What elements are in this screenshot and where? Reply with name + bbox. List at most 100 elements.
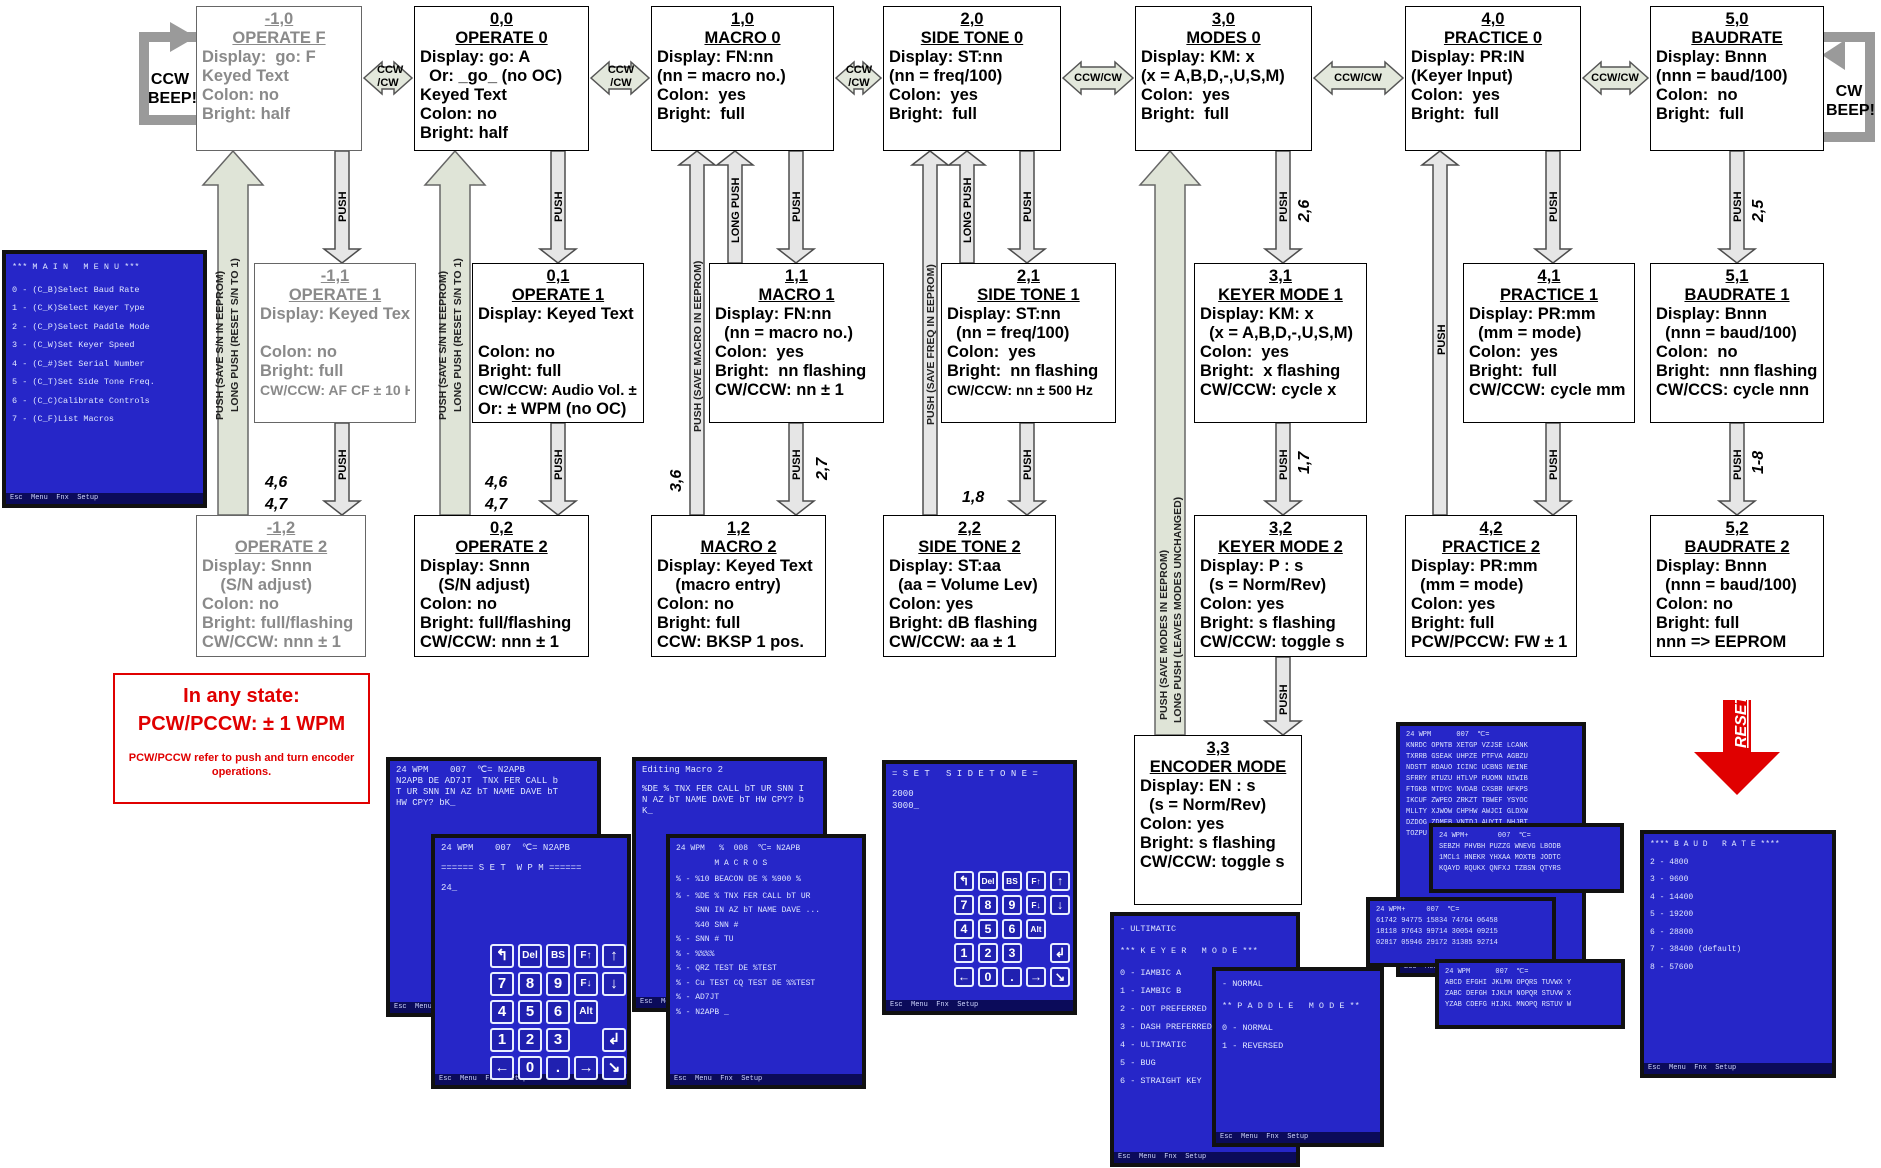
state-line: (x = A,B,D,-,U,S,M)	[1141, 67, 1306, 86]
ccw-beep-label: CCW	[148, 70, 192, 89]
screen-line: Editing Macro 2	[642, 765, 817, 776]
note-line: PCW/PCCW: ± 1 WPM	[115, 711, 368, 737]
screen-line: TXRRB GSEAK UHPZE PTFVA AGBZU	[1406, 752, 1576, 763]
push-label: PUSH	[553, 449, 565, 480]
state-line: Display: Bnnn	[1656, 48, 1818, 67]
state-id: 0,2	[420, 519, 583, 538]
state-title: OPERATE 2	[202, 538, 360, 557]
keypad-key: 4	[954, 919, 974, 939]
state-title: KEYER MODE 1	[1200, 286, 1361, 305]
screen-line: 24 WPM 007 ℃=	[1445, 967, 1615, 978]
state-title: BAUDRATE 2	[1656, 538, 1818, 557]
state-line: (nn = macro no.)	[657, 67, 828, 86]
state-line: Bright: s flashing	[1200, 614, 1361, 633]
state-line: Display: ST:nn	[947, 305, 1110, 324]
state-line: Colon: yes	[1200, 595, 1361, 614]
keypad-key: ↓	[602, 972, 626, 996]
state-line: Bright: full/flashing	[420, 614, 583, 633]
screen-line: 4 - 14400	[1650, 891, 1826, 906]
state-box-s-3-3: 3,3ENCODER MODEDisplay: EN : s (s = Norm…	[1134, 735, 1302, 905]
state-id: -1,0	[202, 10, 356, 29]
ccw-cw-label: CCW/CW	[1327, 72, 1389, 85]
paddle-label: 2,6	[1296, 200, 1314, 222]
push-label: PUSH	[1278, 191, 1290, 222]
state-line: Bright: s flashing	[1140, 834, 1296, 853]
screen-line: NDSTT RDAUO ICINC UCBNS NEINE	[1406, 763, 1576, 774]
keypad-key: 3	[1002, 943, 1022, 963]
state-line: CCW: BKSP 1 pos.	[657, 633, 820, 652]
keypad-key: 8	[518, 972, 542, 996]
practice-screen-b: 24 WPM+ 007 ℃=SEBZH PHVBH PUZZG WNEVG LB…	[1429, 823, 1624, 893]
keypad-key: 0	[978, 967, 998, 987]
keypad: ↰DelBSF↑↑789F↓↓456Alt123↲←0.→↘	[954, 871, 1070, 987]
push-label: PUSH	[1022, 449, 1034, 480]
state-line: Display: Keyed Text	[260, 305, 410, 324]
state-line: CW/CCW: aa ± 1	[889, 633, 1050, 652]
push-label: PUSH	[1732, 191, 1744, 222]
state-id: 1,1	[715, 267, 878, 286]
state-id: 5,2	[1656, 519, 1818, 538]
state-id: 2,0	[889, 10, 1055, 29]
push-label: PUSH	[337, 191, 349, 222]
reset-sn-label: LONG PUSH (RESET S/N TO 1)	[229, 258, 241, 412]
screen-line: % - %DE % TNX FER CALL bT UR	[676, 890, 856, 905]
state-box-s-4-2: 4,2PRACTICE 2Display: PR:mm (mm = mode)C…	[1405, 515, 1577, 657]
push-label: PUSH	[1548, 191, 1560, 222]
state-line: Colon: no	[657, 595, 820, 614]
push-label: PUSH	[1436, 324, 1448, 355]
screen-line: 6 - (C_C)Calibrate Controls	[12, 392, 197, 411]
long-push-label: LONG PUSH	[730, 178, 742, 243]
screen-line: KNRDC OPNTB XETGP VZJSE LCANK	[1406, 741, 1576, 752]
state-line: Bright: full	[657, 614, 820, 633]
state-line: (nnn = baud/100)	[1656, 67, 1818, 86]
push-label: PUSH	[1732, 449, 1744, 480]
state-title: OPERATE 1	[478, 286, 638, 305]
push-label: PUSH	[1278, 684, 1290, 715]
state-line: Colon: yes	[889, 595, 1050, 614]
screen-line: 61742 94775 15834 74764 06458	[1376, 916, 1546, 927]
state-line: Colon: yes	[1200, 343, 1361, 362]
state-line: Colon: no	[1656, 595, 1818, 614]
state-line: CW/CCW: nnn ± 1	[202, 633, 360, 652]
keypad-key: Alt	[574, 1000, 598, 1024]
state-line: Colon: yes	[1141, 86, 1306, 105]
screen-line: 8 - 57600	[1650, 961, 1826, 976]
state-line: (s = Norm/Rev)	[1200, 576, 1361, 595]
state-line: Display: Keyed Text	[657, 557, 820, 576]
keypad-key: ↑	[602, 944, 626, 968]
paddle-label: 1,8	[962, 489, 984, 507]
state-line: Colon: no	[478, 343, 638, 362]
state-title: MODES 0	[1141, 29, 1306, 48]
keypad-key: ↓	[1050, 895, 1070, 915]
state-line: (nnn = baud/100)	[1656, 324, 1818, 343]
state-id: -1,1	[260, 267, 410, 286]
keypad-key: 3	[546, 1028, 570, 1052]
state-line: Display: go: F	[202, 48, 356, 67]
screen-line: 3000_	[892, 800, 1067, 812]
state-id: 4,1	[1469, 267, 1629, 286]
save-sn-label: PUSH (SAVE S/N IN EEPROM)	[214, 271, 226, 420]
state-line: Display: PR:mm	[1411, 557, 1571, 576]
state-line: Colon: yes	[1469, 343, 1629, 362]
state-line: Colon: no	[420, 595, 583, 614]
state-line: Display: FN:nn	[657, 48, 828, 67]
state-line: Bright: full	[1141, 105, 1306, 124]
leave-modes-label: LONG PUSH (LEAVES MODES UNCHANGED)	[1172, 497, 1184, 723]
keypad-key: 0	[518, 1056, 542, 1080]
note-title: In any state:	[115, 683, 368, 709]
keypad-key: ↲	[1050, 943, 1070, 963]
state-line: Bright: nn flashing	[715, 362, 878, 381]
screen-line: 24 WPM 007 ℃= N2APB	[441, 842, 621, 854]
keypad: ↰DelBSF↑↑789F↓↓456Alt123↲←0.→↘	[490, 944, 626, 1080]
state-line: nnn => EEPROM	[1656, 633, 1818, 652]
state-line: (nnn = baud/100)	[1656, 576, 1818, 595]
screen-line: % - AD7JT	[676, 991, 856, 1006]
paddle-label: 4,7	[485, 496, 507, 514]
state-box-s-1-1: 1,1MACRO 1Display: FN:nn (nn = macro no.…	[709, 263, 884, 423]
paddle-label: 1-8	[1750, 451, 1768, 474]
state-line: Display: PR:mm	[1469, 305, 1629, 324]
state-line: Bright: full/flashing	[202, 614, 360, 633]
keypad-key: Alt	[1026, 919, 1046, 939]
